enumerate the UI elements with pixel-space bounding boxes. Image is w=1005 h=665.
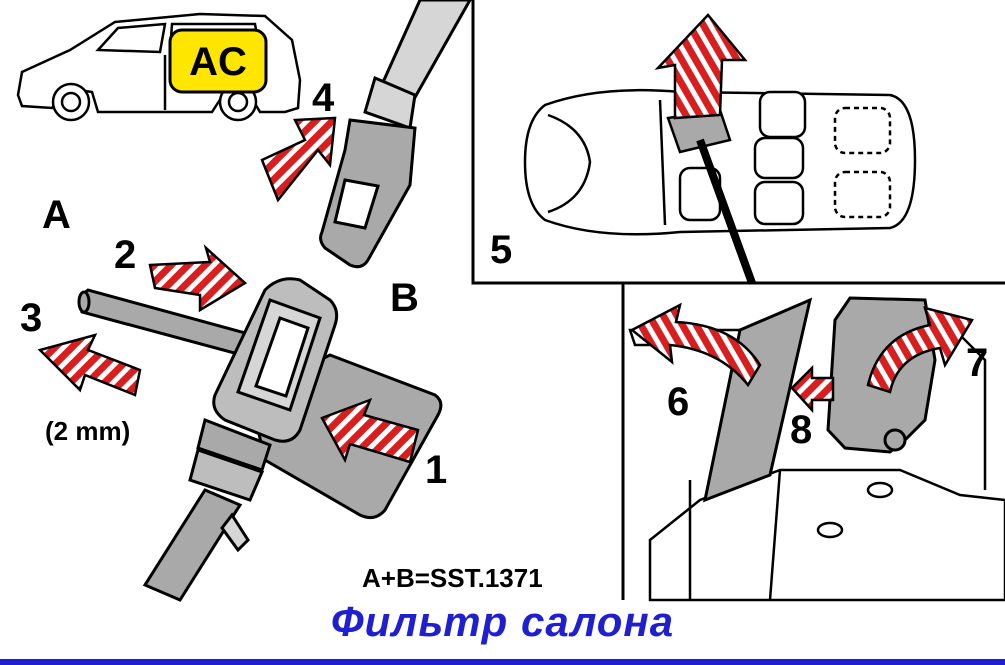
- part-a-label: A: [42, 193, 71, 237]
- step-8-label: 8: [790, 408, 813, 452]
- filter-location-marker: [666, 108, 756, 285]
- belt-strap-lower: [142, 488, 250, 602]
- part-b-label: B: [390, 276, 419, 320]
- ac-badge: [168, 28, 268, 94]
- step-1-label: 1: [425, 448, 448, 492]
- panel-frames: [471, 0, 1005, 600]
- arrow-step4: [260, 116, 337, 203]
- arrow-step2: [148, 244, 248, 313]
- step-2-label: 2: [114, 233, 137, 277]
- filter-door-left: [702, 297, 813, 503]
- filter-buckle: [188, 277, 339, 502]
- arrow-step8: [790, 364, 835, 414]
- ac-badge-label: AC: [189, 40, 247, 84]
- tool-formula-label: A+B=SST.1371: [362, 563, 543, 593]
- glovebox-detail: [628, 328, 1005, 602]
- step-3-label: 3: [20, 296, 43, 340]
- arrow-step3: [37, 333, 142, 397]
- arrow-step7: [866, 306, 974, 394]
- arrow-step5: [654, 13, 748, 120]
- arrow-step6: [629, 302, 762, 388]
- car-top-illustration: [523, 88, 917, 236]
- gap-label: (2 mm): [45, 416, 131, 446]
- step-4-label: 4: [312, 76, 335, 120]
- arrow-step1: [320, 397, 420, 464]
- bottom-border: [0, 659, 1005, 665]
- latch-plate: [319, 0, 472, 269]
- caption-title: Фильтр салона: [330, 598, 675, 645]
- step-7-label: 7: [966, 341, 989, 385]
- step-5-label: 5: [490, 228, 513, 272]
- step-6-label: 6: [667, 380, 690, 424]
